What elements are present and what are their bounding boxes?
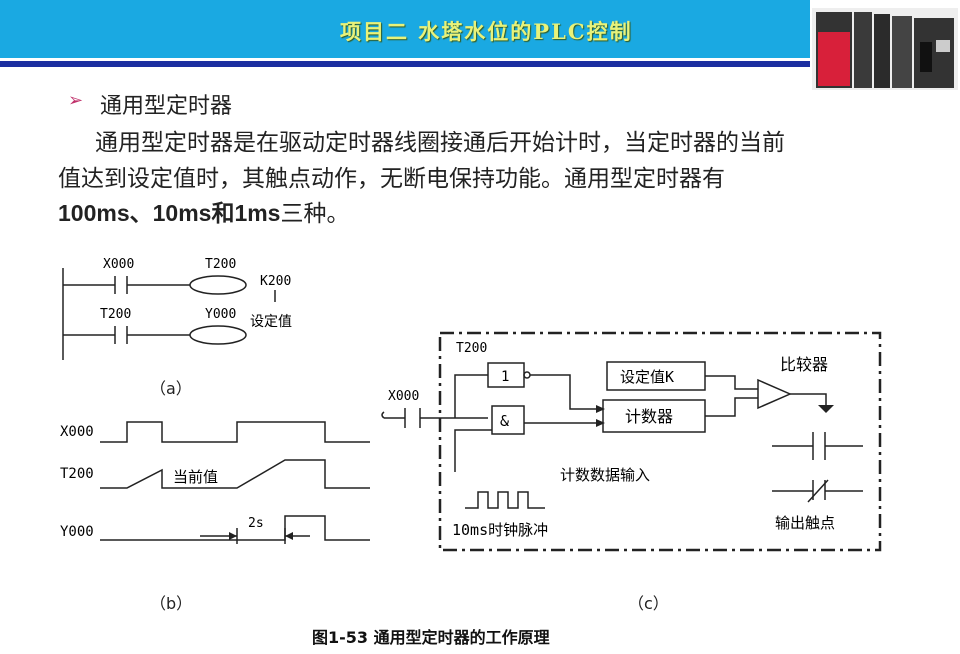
t200-wave-label: T200	[60, 466, 94, 482]
x000-wave-label: X000	[60, 424, 94, 440]
setpoint-block-label: 设定值K	[620, 368, 674, 386]
setpoint-label: 设定值	[250, 314, 292, 330]
body-line-2: 值达到设定值时，其触点动作，无断电保持功能。通用型定时器有	[58, 166, 725, 192]
fig-b-label: （b）	[150, 594, 193, 613]
output-contact-label: 输出触点	[775, 514, 835, 532]
t200-coil-label: T200	[205, 257, 236, 272]
not-gate-label: 1	[501, 369, 509, 385]
figure-caption: 图1-53 通用型定时器的工作原理	[312, 628, 550, 647]
current-value-label: 当前值	[173, 468, 218, 486]
t200-contact-label: T200	[100, 307, 131, 322]
x000-label: X000	[103, 257, 134, 272]
clock-pulse-label: 10ms时钟脉冲	[452, 521, 548, 539]
timer-resolutions: 100ms、10ms和1ms	[58, 200, 281, 226]
x000-input-label: X000	[388, 389, 419, 404]
comparator-label: 比较器	[780, 355, 828, 374]
header-divider	[0, 61, 810, 67]
ladder-diagram: X000 T200 K200 设定值 T200 Y000	[62, 257, 292, 360]
fig-c-label: （c）	[628, 594, 669, 613]
y000-wave-label: Y000	[60, 524, 94, 540]
fig-a-label: （a）	[150, 379, 192, 398]
delay-label: 2s	[248, 516, 264, 531]
count-input-label: 计数数据输入	[560, 466, 650, 484]
and-gate-label: &	[500, 412, 509, 430]
timer-block-diagram: T200 X000 1 & 设定值K 计数器 比较器 计数数据输入 10ms时钟…	[381, 331, 882, 552]
bullet-icon: ➢	[68, 90, 84, 111]
timing-diagram: X000 T200 Y000 当前值 2s	[60, 421, 370, 544]
plc-image	[812, 8, 958, 90]
body-line-3-rest: 三种。	[280, 201, 350, 227]
slide-title: 项目二 水塔水位的PLC控制	[340, 19, 633, 44]
y000-coil-label: Y000	[205, 307, 236, 322]
t200-block-label: T200	[456, 341, 487, 356]
k200-label: K200	[260, 274, 291, 289]
body-line-3: 100ms、10ms和1ms三种。	[58, 196, 349, 231]
section-heading: 通用型定时器	[100, 94, 233, 119]
header-band	[0, 0, 810, 58]
counter-block-label: 计数器	[625, 407, 673, 426]
body-line-1: 通用型定时器是在驱动定时器线圈接通后开始计时，当定时器的当前	[95, 130, 785, 156]
